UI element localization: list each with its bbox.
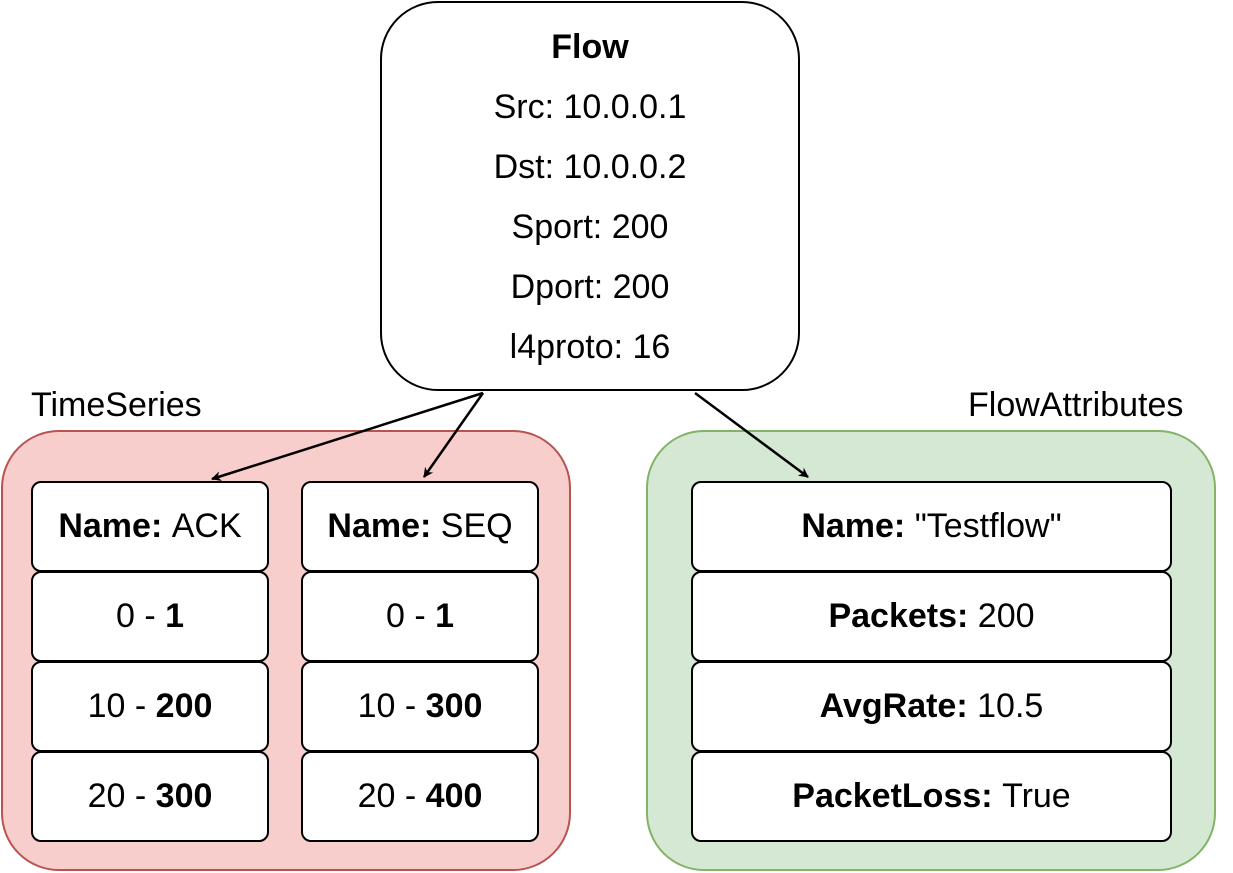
flow-sport: Sport: 200 <box>511 208 669 246</box>
attr-avgrate-cell: AvgRate: 10.5 <box>691 661 1172 752</box>
seq-row-x: 0 - <box>385 597 426 635</box>
attr-value: 200 <box>977 597 1035 635</box>
seq-row-cell: 20 - 400 <box>301 751 539 842</box>
seq-row-x: 20 - <box>357 777 417 815</box>
attr-value: True <box>1002 777 1071 815</box>
flow-title: Flow <box>551 28 629 66</box>
attr-key: Name: <box>801 507 906 545</box>
seq-row-cell: 10 - 300 <box>301 661 539 752</box>
flowattributes-label: FlowAttributes <box>968 386 1184 424</box>
seq-row-x: 10 - <box>357 687 417 725</box>
flow-dport: Dport: 200 <box>510 268 670 306</box>
ack-row-y: 1 <box>165 597 185 635</box>
ack-name-key: Name: <box>58 507 163 545</box>
ack-name-value: ACK <box>171 507 242 545</box>
arrow-flow-to-attributes <box>694 391 809 479</box>
arrow-flow-to-ack <box>211 391 484 482</box>
attr-key: AvgRate: <box>819 687 968 725</box>
flow-l4proto: l4proto: 16 <box>509 328 671 366</box>
ack-row-x: 0 - <box>115 597 156 635</box>
flow-dst: Dst: 10.0.0.2 <box>493 148 687 186</box>
attr-key: PacketLoss: <box>792 777 993 815</box>
ack-row-cell: 20 - 300 <box>31 751 269 842</box>
attr-value: 10.5 <box>977 687 1044 725</box>
ack-name-cell: Name: ACK <box>31 481 269 572</box>
seq-row-y: 400 <box>425 777 483 815</box>
attr-name-cell: Name: "Testflow" <box>691 481 1172 572</box>
ack-row-cell: 10 - 200 <box>31 661 269 752</box>
seq-name-value: SEQ <box>440 507 513 545</box>
ack-row-x: 20 - <box>87 777 147 815</box>
ack-row-x: 10 - <box>87 687 147 725</box>
attr-value: "Testflow" <box>914 507 1062 545</box>
timeseries-label: TimeSeries <box>31 386 202 424</box>
seq-row-y: 1 <box>435 597 455 635</box>
attr-packetloss-cell: PacketLoss: True <box>691 751 1172 842</box>
arrow-flow-to-seq <box>422 392 485 478</box>
flow-src: Src: 10.0.0.1 <box>493 88 687 126</box>
flow-node: Flow Src: 10.0.0.1 Dst: 10.0.0.2 Sport: … <box>380 1 800 391</box>
seq-row-cell: 0 - 1 <box>301 571 539 662</box>
ack-row-y: 200 <box>155 687 213 725</box>
seq-name-cell: Name: SEQ <box>301 481 539 572</box>
attr-packets-cell: Packets: 200 <box>691 571 1172 662</box>
seq-row-y: 300 <box>425 687 483 725</box>
seq-name-key: Name: <box>327 507 432 545</box>
attr-key: Packets: <box>828 597 969 635</box>
ack-row-y: 300 <box>155 777 213 815</box>
